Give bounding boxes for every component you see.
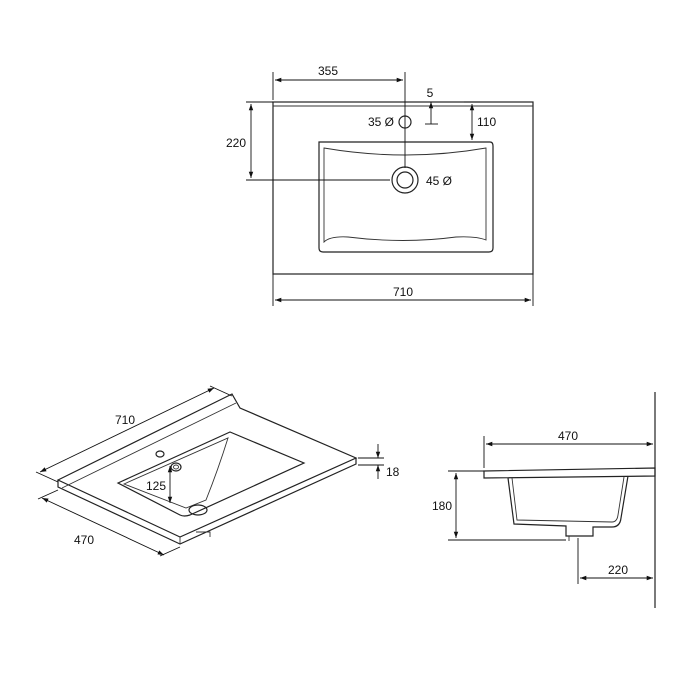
iso-overflow-icon: [170, 462, 182, 472]
iso-tap-hole-icon: [155, 450, 165, 458]
dim-355-label: 355: [318, 64, 338, 78]
iso-dim-710-label: 710: [115, 413, 135, 427]
drain-hole-label: 45 Ø: [426, 174, 452, 188]
side-view-bowl: [507, 475, 629, 537]
top-view-basin-inner: [323, 147, 487, 244]
iso-basin-opening: [116, 431, 306, 517]
tap-hole-label: 35 Ø: [368, 115, 394, 129]
iso-back-splash: [61, 402, 237, 489]
side-view-slab: [483, 467, 656, 479]
iso-drain-pipe: [196, 531, 211, 537]
iso-dim-710-ext-right: [209, 385, 233, 397]
iso-basin-inner: [122, 437, 229, 509]
side-view: 470 180 220: [432, 392, 656, 608]
iso-dim-470-line: [41, 497, 165, 556]
drain-outer-icon: [391, 166, 419, 194]
drain-inner-icon: [396, 171, 414, 189]
iso-dim-710-line: [39, 387, 215, 473]
top-view: 355 5 35 Ø 110 220 45 Ø 710: [226, 64, 534, 306]
top-view-basin-outer: [318, 141, 494, 253]
dim-5-label: 5: [427, 86, 434, 100]
side-dim-220-label: 220: [608, 563, 628, 577]
iso-dim-470-label: 470: [74, 533, 94, 547]
iso-drain-icon: [188, 504, 208, 516]
iso-view: 710 470 125 18: [35, 385, 400, 557]
iso-dim-125-label: 125: [146, 479, 166, 493]
iso-top-surface: [56, 393, 358, 538]
iso-dim-18-label: 18: [386, 465, 400, 479]
top-view-outline: [272, 101, 534, 275]
dim-710-label: 710: [393, 285, 413, 299]
iso-dim-470-ext-left: [37, 489, 59, 500]
dim-110-label: 110: [477, 115, 496, 129]
iso-dim-710-ext-left: [35, 471, 59, 483]
dim-220-label: 220: [226, 136, 246, 150]
side-view-bowl-inner: [511, 476, 625, 523]
iso-overflow-inner-icon: [173, 464, 179, 470]
side-dim-470-label: 470: [558, 429, 578, 443]
side-dim-180-label: 180: [432, 499, 452, 513]
